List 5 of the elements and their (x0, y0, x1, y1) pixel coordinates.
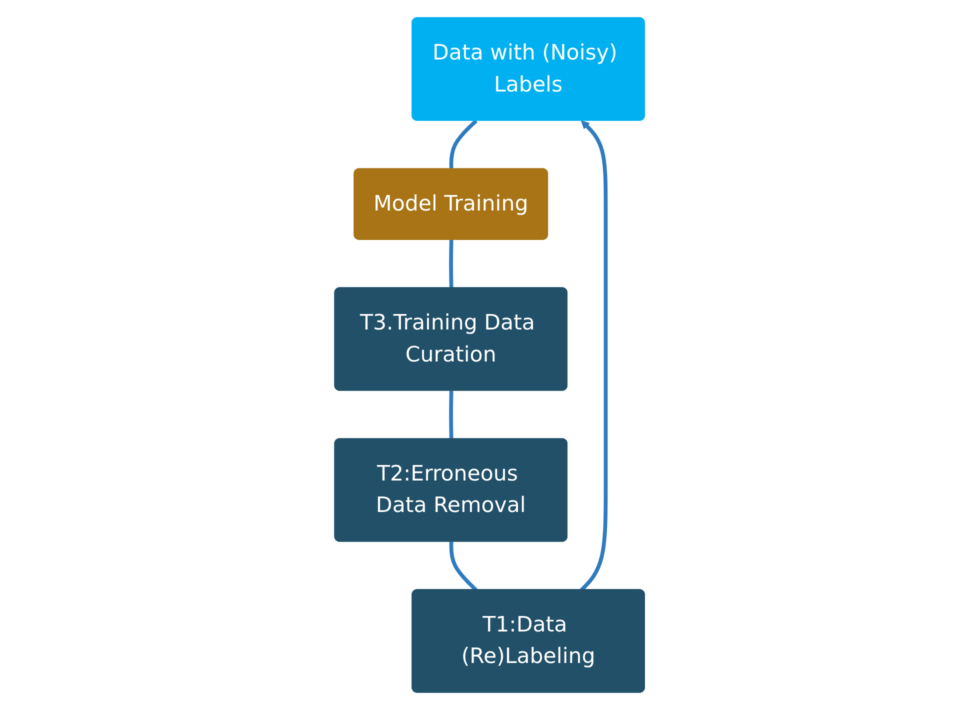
connector (449, 119, 478, 170)
connector (449, 240, 454, 288)
connector (449, 542, 478, 592)
arrow (580, 120, 608, 592)
connector (449, 390, 454, 440)
